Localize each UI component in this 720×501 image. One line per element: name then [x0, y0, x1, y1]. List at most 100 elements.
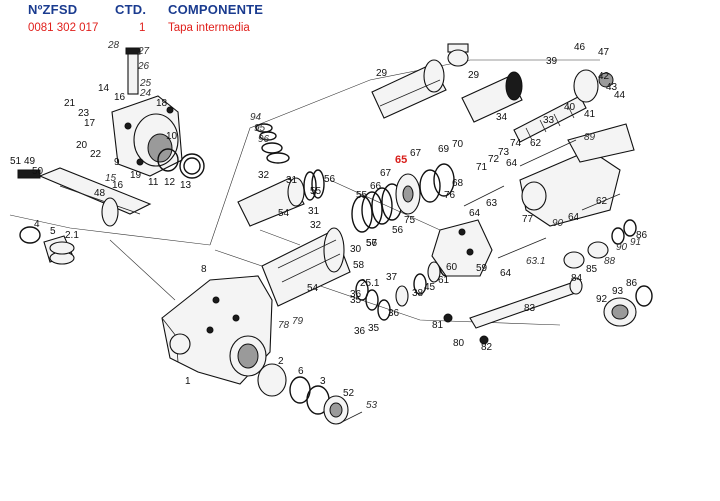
callout-8[interactable]: 8 [201, 264, 207, 275]
output-shaft[interactable] [443, 277, 583, 345]
callout-86[interactable]: 86 [636, 230, 648, 241]
callout-66[interactable]: 66 [370, 181, 382, 192]
callout-52[interactable]: 52 [343, 388, 355, 399]
shim-rings[interactable] [257, 363, 363, 425]
callout-93[interactable]: 93 [612, 286, 624, 297]
callout-50[interactable]: 50 [32, 166, 44, 177]
callout-27[interactable]: 27 [137, 46, 150, 57]
callout-28[interactable]: 28 [107, 40, 120, 51]
callout-32[interactable]: 32 [258, 170, 270, 181]
callout-58[interactable]: 58 [353, 260, 365, 271]
callout-41[interactable]: 41 [584, 109, 596, 120]
callout-64[interactable]: 64 [506, 158, 518, 169]
callout-62[interactable]: 62 [530, 138, 542, 149]
callout-25-1[interactable]: 25.1 [360, 278, 380, 289]
callout-61[interactable]: 61 [438, 275, 450, 286]
callout-92[interactable]: 92 [596, 294, 608, 305]
callout-9[interactable]: 9 [114, 157, 120, 168]
tie-rods[interactable] [463, 139, 621, 259]
callout-36-b[interactable]: 36 [388, 308, 400, 319]
callout-70[interactable]: 70 [452, 139, 464, 150]
callout-1[interactable]: 1 [185, 376, 191, 387]
callout-31-b[interactable]: 31 [308, 206, 320, 217]
callout-26[interactable]: 26 [137, 61, 150, 72]
callout-33[interactable]: 33 [543, 115, 555, 126]
callout-74[interactable]: 74 [510, 138, 522, 149]
piston-upper[interactable] [237, 169, 325, 227]
callout-86-b[interactable]: 86 [626, 278, 638, 289]
callout-47[interactable]: 47 [598, 47, 610, 58]
bearing-set[interactable] [563, 219, 653, 327]
callout-64-d[interactable]: 64 [568, 212, 580, 223]
worm-shaft[interactable] [513, 69, 614, 143]
callout-35[interactable]: 35 [350, 295, 362, 306]
callout-11[interactable]: 11 [148, 177, 159, 188]
main-gear-housing[interactable] [161, 275, 273, 385]
callout-63[interactable]: 63 [486, 198, 498, 209]
callout-6[interactable]: 6 [298, 366, 304, 377]
callout-29[interactable]: 29 [376, 68, 388, 79]
callout-35-b[interactable]: 35 [368, 323, 380, 334]
callout-63-1[interactable]: 63.1 [526, 256, 545, 267]
callout-56-c[interactable]: 56 [392, 225, 404, 236]
callout-5[interactable]: 5 [50, 226, 56, 237]
callout-79[interactable]: 79 [292, 316, 304, 327]
callout-77[interactable]: 77 [522, 214, 534, 225]
right-housing[interactable] [519, 123, 635, 227]
callout-3[interactable]: 3 [320, 376, 326, 387]
callout-29-b[interactable]: 29 [468, 70, 480, 81]
callout-82[interactable]: 82 [481, 342, 493, 353]
callout-37[interactable]: 37 [386, 272, 398, 283]
callout-51[interactable]: 51 [10, 156, 22, 167]
callout-44[interactable]: 44 [614, 90, 626, 101]
callout-12[interactable]: 12 [164, 177, 176, 188]
piston-cylinder-29a[interactable] [371, 59, 447, 119]
callout-2[interactable]: 2 [278, 356, 284, 367]
callout-55-b[interactable]: 55 [356, 190, 368, 201]
callout-23[interactable]: 23 [78, 108, 90, 119]
selected-part-number[interactable]: 0081 302 017 [28, 22, 99, 34]
callout-95[interactable]: 95 [254, 123, 266, 134]
callout-4[interactable]: 4 [34, 219, 40, 230]
callout-13[interactable]: 13 [180, 180, 192, 191]
callout-32-b[interactable]: 32 [310, 220, 322, 231]
callout-54-b[interactable]: 54 [307, 283, 319, 294]
seal-ring-stack[interactable] [351, 163, 455, 233]
callout-55[interactable]: 55 [310, 186, 322, 197]
callout-67[interactable]: 67 [410, 148, 422, 159]
callout-53[interactable]: 53 [366, 400, 378, 411]
callout-15[interactable]: 15 [105, 173, 117, 184]
callout-22[interactable]: 22 [90, 149, 102, 160]
callout-18[interactable]: 18 [156, 98, 168, 109]
callout-16-b[interactable]: 16 [112, 180, 124, 191]
callout-72[interactable]: 72 [488, 154, 500, 165]
callout-75[interactable]: 75 [404, 215, 416, 226]
callout-38[interactable]: 38 [412, 288, 424, 299]
callout-67-b[interactable]: 67 [380, 168, 392, 179]
input-shaft[interactable] [17, 167, 152, 227]
callout-60[interactable]: 60 [446, 262, 458, 273]
callout-88[interactable]: 88 [604, 256, 616, 267]
callout-25[interactable]: 25 [139, 78, 152, 89]
callout-2-1[interactable]: 2.1 [65, 230, 79, 241]
callout-90-b[interactable]: 90 [616, 242, 628, 253]
callout-36-c[interactable]: 36 [350, 289, 362, 300]
callout-39[interactable]: 39 [546, 56, 558, 67]
callout-24[interactable]: 24 [139, 88, 152, 99]
callout-69[interactable]: 69 [438, 144, 450, 155]
selected-component-name[interactable]: Tapa intermedia [168, 22, 250, 34]
callout-65-highlighted[interactable]: 65 [395, 154, 407, 166]
callout-46[interactable]: 46 [574, 42, 586, 53]
callout-68[interactable]: 68 [452, 178, 464, 189]
callout-10[interactable]: 10 [166, 131, 178, 142]
callout-17[interactable]: 17 [84, 118, 96, 129]
callout-49[interactable]: 49 [24, 156, 36, 167]
callout-31[interactable]: 31 [286, 175, 298, 186]
callout-76[interactable]: 76 [444, 190, 456, 201]
callout-48[interactable]: 48 [94, 188, 106, 199]
valve-block[interactable] [431, 219, 493, 277]
callout-42[interactable]: 42 [598, 71, 610, 82]
callout-16[interactable]: 16 [114, 92, 126, 103]
callout-45[interactable]: 45 [424, 282, 436, 293]
callout-59[interactable]: 59 [476, 263, 488, 274]
